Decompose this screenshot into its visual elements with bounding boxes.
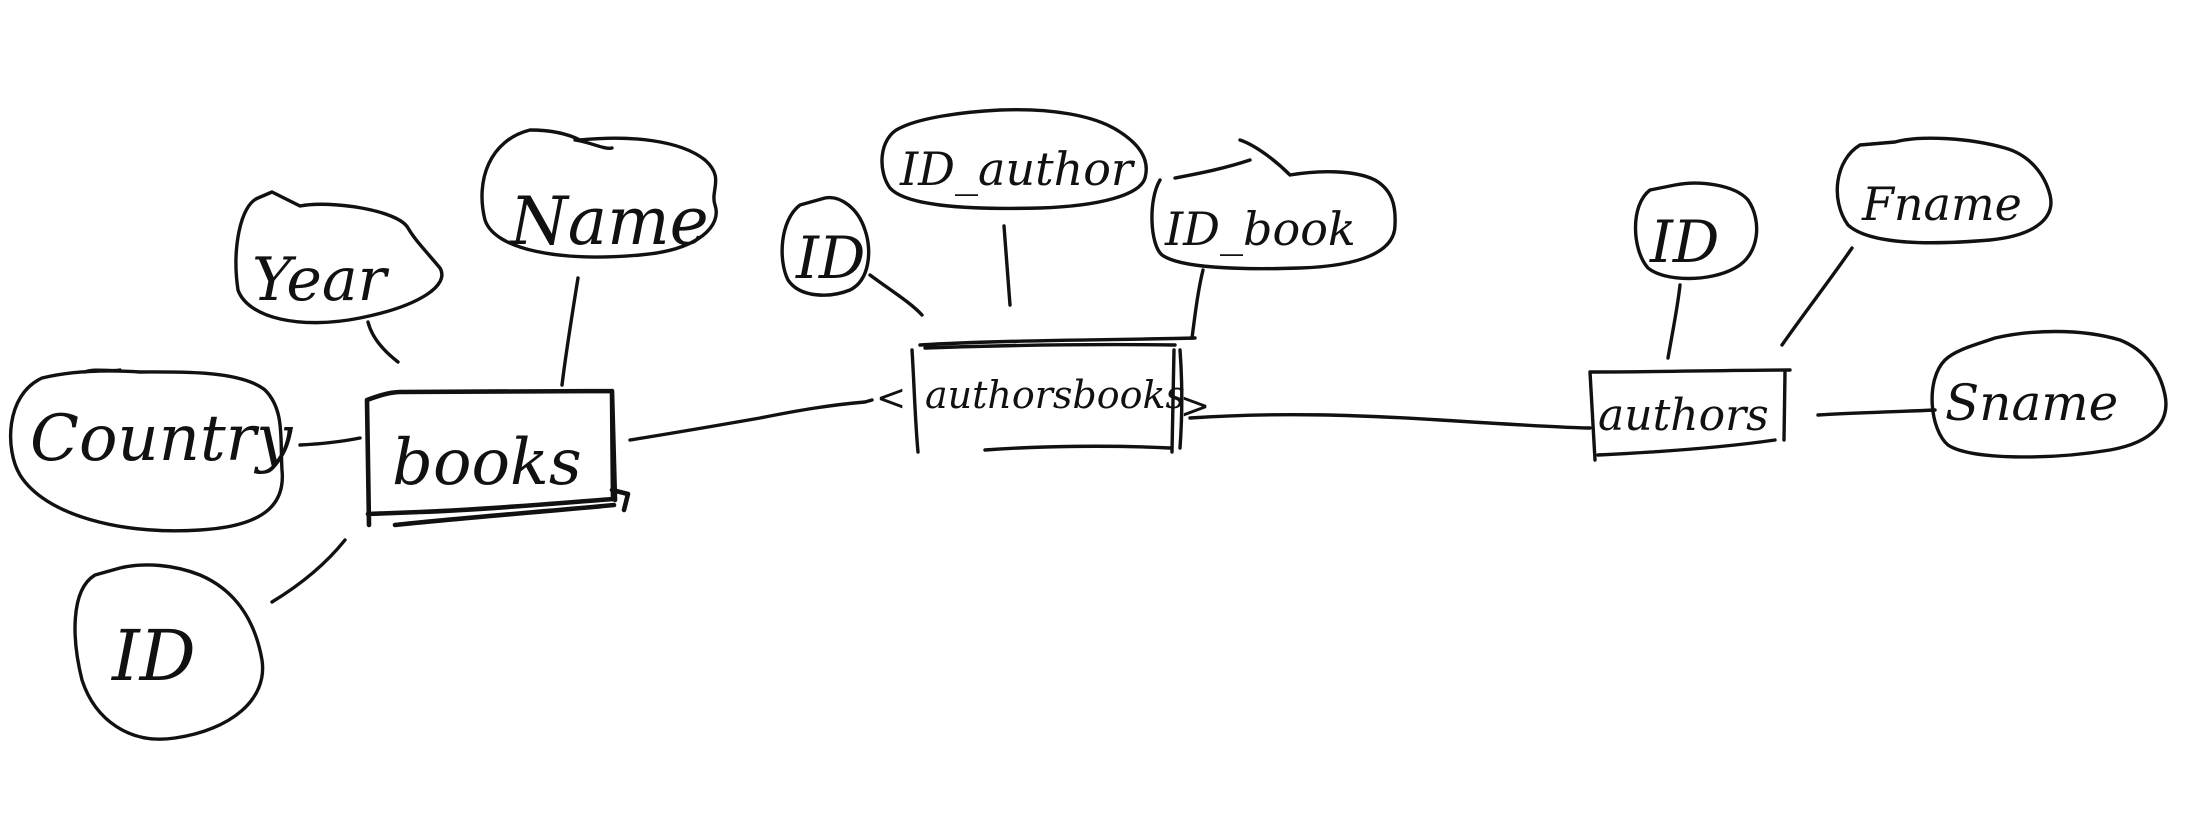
country-connector xyxy=(298,436,362,447)
year-ellipse xyxy=(234,190,444,325)
name-connector xyxy=(560,276,580,387)
attr-authors-id: ID xyxy=(1633,181,1759,360)
sname-connector xyxy=(1816,408,1937,417)
authors-id-label: ID xyxy=(1649,208,1719,276)
attr-authorsbooks-id: ID xyxy=(780,195,924,317)
id-book-connector xyxy=(1190,268,1205,340)
name-ellipse xyxy=(480,128,718,259)
entity-authors: authors xyxy=(1588,368,1792,462)
year-label: Year xyxy=(252,245,390,315)
id-author-label: ID_author xyxy=(899,142,1136,196)
authorsbooks-label: authorsbooks xyxy=(925,373,1185,417)
books-id-ellipse xyxy=(73,563,265,741)
sname-label: Sname xyxy=(1945,374,2118,432)
attr-books-name: Name xyxy=(480,128,718,387)
left-relation-mark: < xyxy=(876,378,906,419)
fname-connector xyxy=(1780,246,1854,347)
attr-authorsbooks-id-book: ID_book xyxy=(1150,138,1397,340)
name-label: Name xyxy=(508,183,709,260)
fname-label: Fname xyxy=(1861,177,2022,231)
books-label: books xyxy=(392,426,582,500)
attr-books-id: ID xyxy=(73,538,347,741)
country-label: Country xyxy=(30,402,293,476)
attr-authorsbooks-id-author: ID_author xyxy=(880,107,1148,307)
attr-books-year: Year xyxy=(234,190,444,364)
relation-books-authorsbooks xyxy=(628,398,874,442)
id-author-connector xyxy=(1002,224,1012,307)
authorsbooks-box xyxy=(910,336,1197,454)
authorsbooks-id-ellipse xyxy=(780,195,871,297)
year-connector xyxy=(366,320,400,364)
authors-label: authors xyxy=(1598,390,1769,441)
authors-id-ellipse xyxy=(1633,181,1759,281)
right-relation-mark: > xyxy=(1180,386,1210,427)
id-author-ellipse xyxy=(880,107,1148,211)
authors-box xyxy=(1588,368,1792,462)
country-ellipse xyxy=(8,368,285,533)
entity-authorsbooks: authorsbooks xyxy=(910,336,1197,454)
sname-ellipse xyxy=(1930,329,2168,459)
authorsbooks-id-connector xyxy=(868,273,924,317)
authorsbooks-id-label: ID xyxy=(795,224,865,292)
id-book-label: ID_book xyxy=(1164,202,1356,256)
books-id-label: ID xyxy=(110,615,196,697)
relation-authorsbooks-authors xyxy=(1188,412,1592,430)
id-book-ellipse xyxy=(1150,138,1397,271)
attr-authors-fname: Fname xyxy=(1780,136,2053,347)
attr-books-country: Country xyxy=(8,368,362,533)
entity-books: books xyxy=(364,388,631,528)
books-box xyxy=(364,388,631,528)
books-id-connector xyxy=(270,538,347,604)
attr-authors-sname: Sname xyxy=(1816,329,2168,459)
fname-ellipse xyxy=(1835,136,2053,245)
authors-id-connector xyxy=(1666,283,1682,360)
